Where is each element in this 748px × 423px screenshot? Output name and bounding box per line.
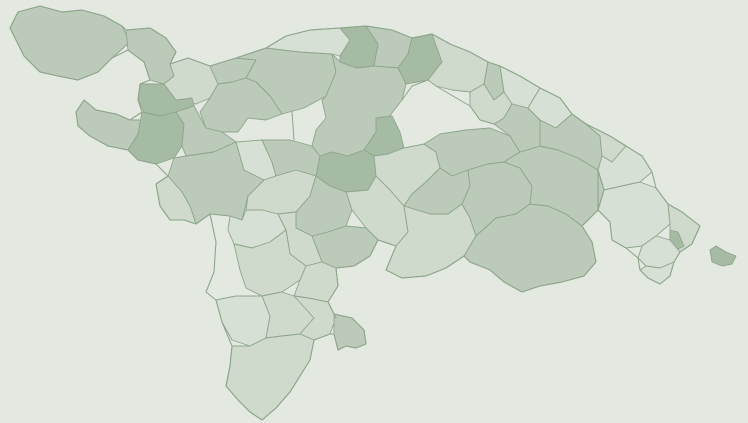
map-region-islet[interactable] <box>709 245 737 267</box>
map-region-west-lobe[interactable] <box>9 5 131 81</box>
map-region-sw-5[interactable] <box>215 295 271 347</box>
map-region-south-tail[interactable] <box>225 333 315 421</box>
internal-border-1 <box>291 111 295 141</box>
map-region-nw-5[interactable] <box>199 77 283 133</box>
map-outline <box>9 5 701 421</box>
internal-border-3 <box>435 85 495 125</box>
map-region-sw-hook[interactable] <box>333 313 367 351</box>
map-region-west-arm[interactable] <box>75 99 143 151</box>
map-region-nw-1[interactable] <box>125 27 177 85</box>
internal-border-2 <box>401 79 429 101</box>
